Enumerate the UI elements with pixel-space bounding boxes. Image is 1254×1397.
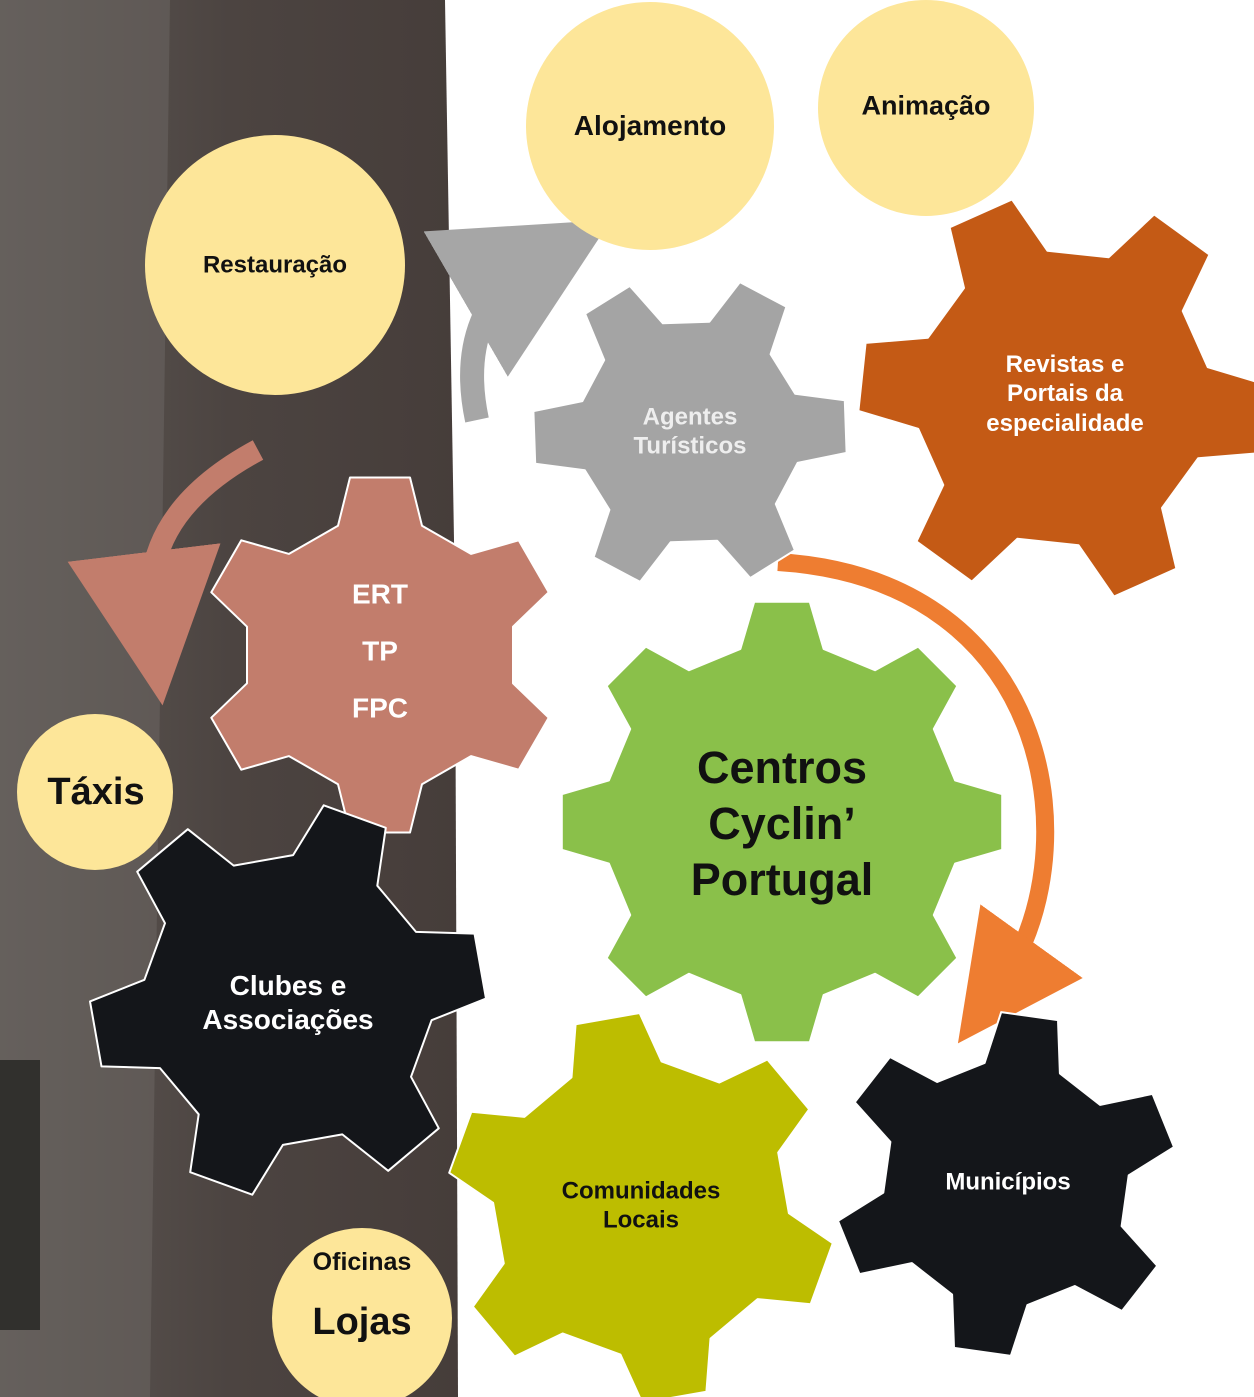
label-lojas: Lojas (312, 1300, 412, 1343)
gray-cycle-arrow (423, 219, 612, 423)
label-restauracao: Restauração (202, 251, 348, 279)
label-animacao: Animação (861, 90, 991, 121)
agentes-line1: Agentes (642, 403, 738, 431)
label-taxis: Táxis (47, 770, 145, 813)
circle-restauracao (145, 135, 405, 395)
ert-line1: ERT (352, 578, 408, 610)
circle-alojamento (526, 2, 774, 250)
label-agentes-turisticos: Agentes Turísticos (634, 403, 747, 462)
revistas-line2: Portais da (1006, 380, 1124, 408)
comunidades-line1: Comunidades (561, 1177, 721, 1205)
circle-taxis (17, 714, 173, 870)
clubes-line1: Clubes e (229, 969, 347, 1001)
label-municipios: Municípios (945, 1167, 1070, 1196)
municipios-line1: Municípios (945, 1168, 1071, 1196)
circle-animacao (818, 0, 1034, 216)
gear-agentes-turisticos (532, 281, 848, 583)
label-revistas-portais: Revistas e Portais da especialidade (986, 350, 1143, 438)
gear-centros-cyclin (560, 600, 1004, 1044)
label-oficinas: Oficinas (312, 1247, 412, 1276)
revistas-line1: Revistas e (1005, 351, 1125, 379)
label-ert-tp-fpc: ERT TP FPC (352, 566, 408, 737)
gear-revistas-portais (857, 198, 1254, 598)
revistas-line3: especialidade (986, 409, 1144, 437)
clubes-line2: Associações (202, 1004, 374, 1035)
gear-comunidades-locais (448, 1012, 834, 1397)
agentes-line2: Turísticos (633, 433, 747, 460)
label-comunidades-locais: Comunidades Locais (562, 1177, 721, 1236)
label-centros-cyclin-portugal: Centros Cyclin’ Portugal (691, 740, 874, 908)
centros-line2: Cyclin’ (708, 798, 856, 849)
circle-oficinas-lojas (272, 1228, 452, 1397)
salmon-cycle-arrow (67, 440, 264, 706)
label-clubes-associacoes: Clubes e Associações (202, 969, 373, 1037)
centros-line1: Centros (696, 742, 868, 793)
orange-cycle-arrow (777, 553, 1083, 1044)
gear-municipios (837, 1011, 1175, 1357)
gear-ert-tp-fpc (210, 476, 550, 834)
comunidades-line2: Locais (602, 1207, 680, 1234)
centros-line3: Portugal (690, 854, 874, 905)
label-alojamento: Alojamento (573, 109, 727, 141)
ert-line3: FPC (352, 692, 408, 724)
gear-clubes-associacoes (89, 804, 487, 1196)
ert-line2: TP (362, 635, 398, 667)
